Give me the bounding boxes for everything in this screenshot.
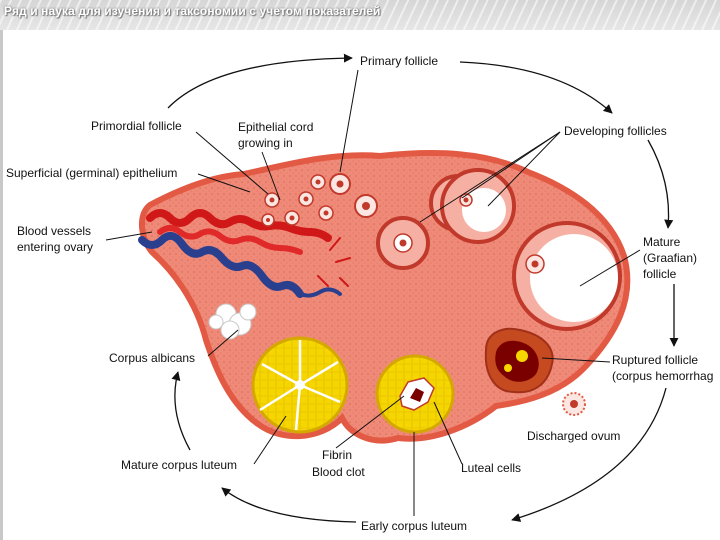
leader-primordial-follicle bbox=[195, 131, 269, 195]
header-band bbox=[0, 0, 720, 30]
follicle-developing-3 bbox=[440, 168, 516, 244]
artery bbox=[146, 209, 332, 242]
label-developing-follicles: Developing follicles bbox=[564, 124, 667, 138]
leader-lines bbox=[105, 69, 641, 516]
follicle-primary bbox=[329, 173, 351, 195]
label-mature-follicle-1: Mature bbox=[643, 235, 681, 249]
cycle-arrow-primary-to-developing bbox=[459, 61, 613, 114]
leader-developing-3 bbox=[487, 131, 561, 207]
leader-blood-vessels bbox=[105, 231, 153, 241]
label-mature-follicle-2: (Graafian) bbox=[643, 251, 697, 265]
follicle-developing-1 bbox=[376, 216, 430, 270]
follicle-small bbox=[310, 174, 326, 190]
label-luteal-cells: Luteal cells bbox=[461, 461, 521, 475]
label-primary-follicle: Primary follicle bbox=[360, 54, 438, 68]
early-corpus-luteum bbox=[375, 354, 455, 434]
blood-vessels bbox=[138, 209, 351, 298]
label-epithelial-cord-2: growing in bbox=[238, 136, 293, 150]
label-ruptured-follicle-1: Ruptured follicle bbox=[612, 353, 698, 367]
artery-2 bbox=[157, 225, 303, 255]
primordial-follicles bbox=[261, 173, 378, 227]
cycle-arrow-ruptured-to-early-cl bbox=[511, 387, 667, 522]
mature-corpus-luteum bbox=[251, 336, 349, 434]
leader-developing-1 bbox=[419, 131, 561, 223]
follicle-small bbox=[284, 210, 300, 226]
label-fibrin: Fibrin bbox=[322, 448, 352, 462]
ruptured-follicle bbox=[484, 327, 554, 394]
label-discharged-ovum: Discharged ovum bbox=[527, 429, 620, 443]
label-blood-clot: Blood clot bbox=[312, 465, 365, 479]
cycle-arrow-early-cl-to-mature-cl bbox=[221, 487, 357, 523]
cycle-arrow-developing-to-mature bbox=[647, 139, 674, 229]
cycle-arrow-primordial-to-primary bbox=[167, 53, 353, 109]
label-epithelial-cord-1: Epithelial cord bbox=[238, 120, 313, 134]
leader-graafian bbox=[579, 249, 641, 287]
follicle-small bbox=[298, 191, 314, 207]
label-superficial-epithelium: Superficial (germinal) epithelium bbox=[6, 166, 177, 180]
artery-branch-1 bbox=[317, 237, 351, 287]
label-corpus-albicans: Corpus albicans bbox=[109, 351, 195, 365]
label-blood-vessels-1: Blood vessels bbox=[17, 224, 91, 238]
leader-mature-cl bbox=[253, 415, 287, 465]
label-primordial-follicle: Primordial follicle bbox=[91, 119, 182, 133]
label-early-corpus-luteum: Early corpus luteum bbox=[361, 519, 467, 533]
leader-fibrin bbox=[335, 395, 405, 449]
vein-branch bbox=[298, 287, 342, 298]
leader-epithelial-cord bbox=[261, 151, 281, 201]
follicle-primary bbox=[354, 194, 378, 218]
corpus-albicans bbox=[208, 303, 257, 340]
follicle-small bbox=[264, 192, 280, 208]
follicle-small bbox=[261, 213, 275, 227]
leader-corpus-albicans bbox=[207, 329, 239, 357]
slide-title: Ряд и наука для изучения и таксономии с … bbox=[4, 4, 381, 18]
label-mature-corpus-luteum: Mature corpus luteum bbox=[121, 458, 237, 472]
labels: Primary follicle Primordial follicle Epi… bbox=[6, 54, 713, 533]
label-mature-follicle-3: follicle bbox=[643, 267, 677, 281]
cycle-arrows bbox=[167, 53, 679, 523]
leader-primary-follicle bbox=[339, 69, 359, 173]
developing-follicles bbox=[376, 168, 516, 270]
panel-left-edge bbox=[0, 30, 3, 540]
leader-developing-2 bbox=[461, 131, 561, 199]
leader-superficial-epithelium bbox=[197, 173, 251, 193]
cycle-arrow-mature-cl-to-albicans bbox=[171, 371, 191, 451]
label-blood-vessels-2: entering ovary bbox=[17, 240, 93, 254]
leader-luteal-cells bbox=[433, 401, 463, 465]
label-ruptured-follicle-2: (corpus hemorrhag bbox=[612, 369, 713, 383]
graafian-follicle bbox=[512, 221, 622, 331]
follicle-small bbox=[318, 205, 334, 221]
vein bbox=[138, 231, 304, 298]
leader-ruptured-follicle bbox=[541, 357, 611, 363]
discharged-ovum bbox=[562, 392, 586, 416]
